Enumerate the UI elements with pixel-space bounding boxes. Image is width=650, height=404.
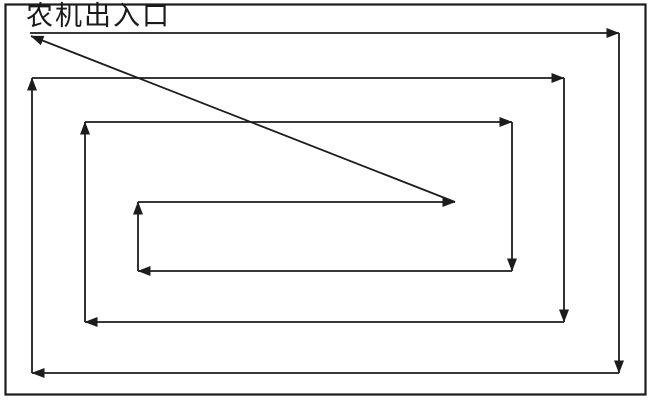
machine-route [27, 28, 624, 378]
path-segment-exit-diagonal [30, 35, 456, 203]
entrance-label: 农机出入口 [26, 1, 171, 32]
field-boundary [4, 3, 647, 396]
